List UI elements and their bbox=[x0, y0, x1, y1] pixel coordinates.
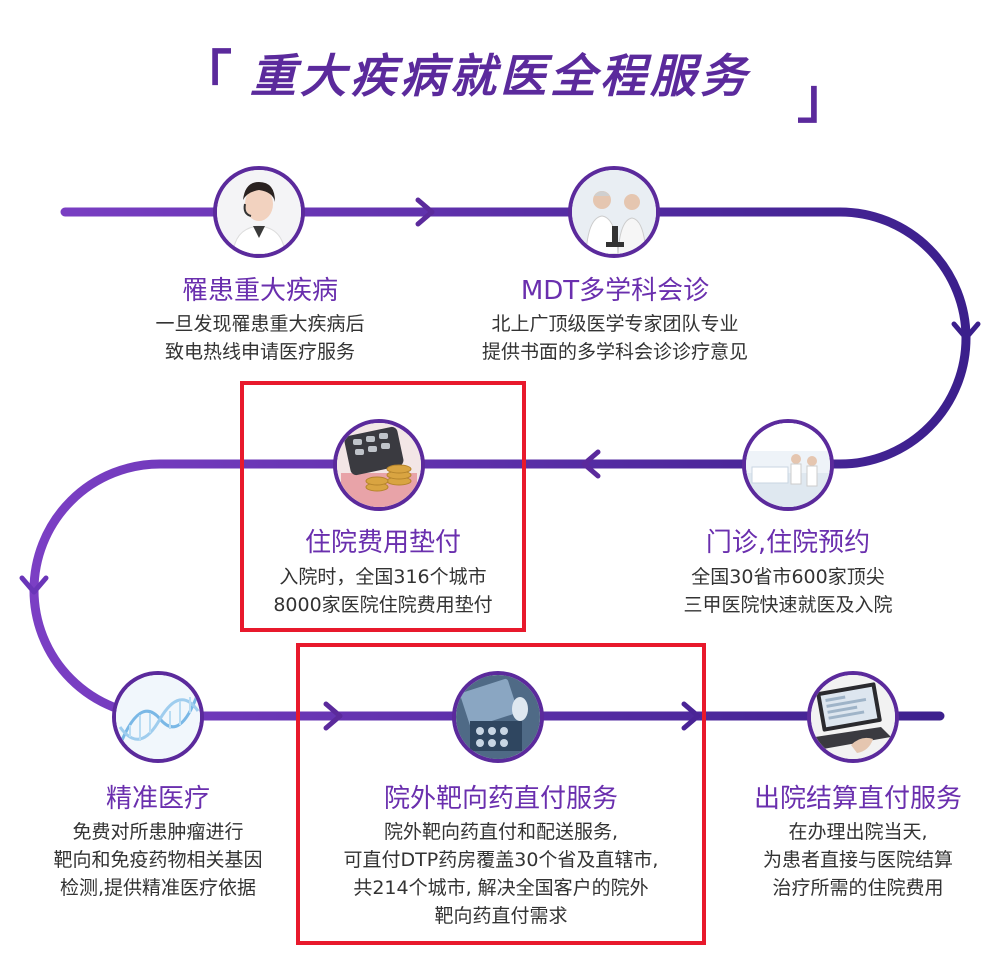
step-title-6: 院外靶向药直付服务 bbox=[383, 784, 618, 814]
step-title-5: 精准医疗 bbox=[105, 784, 210, 814]
step-title-3: 门诊,住院预约 bbox=[705, 528, 871, 558]
step-desc-line: 免费对所患肿瘤进行 bbox=[72, 821, 244, 843]
step-desc-line: 在办理出院当天, bbox=[788, 821, 928, 843]
arrow-right-1 bbox=[415, 197, 435, 227]
arrow-right-2 bbox=[323, 701, 343, 731]
step-desc-5: 免费对所患肿瘤进行 靶向和免疫药物相关基因 检测,提供精准医疗依据 bbox=[18, 818, 298, 902]
step-desc-1: 一旦发现罹患重大疾病后 致电热线申请医疗服务 bbox=[110, 310, 410, 366]
calculator-money-icon bbox=[333, 419, 425, 511]
step-desc-line: 共214个城市, 解决全国客户的院外 bbox=[353, 877, 649, 899]
arrow-down-right bbox=[951, 321, 981, 341]
step-desc-line: 靶向药直付需求 bbox=[434, 905, 568, 927]
page-title: 重大疾病就医全程服务 bbox=[250, 49, 750, 103]
doctor-hotline-icon bbox=[213, 166, 305, 258]
arrow-down-left bbox=[19, 575, 49, 595]
step-desc-line: 检测,提供精准医疗依据 bbox=[59, 877, 257, 899]
step-desc-line: 靶向和免疫药物相关基因 bbox=[53, 849, 263, 871]
laptop-payment-icon bbox=[807, 671, 899, 763]
title-area: 「 重大疾病就医全程服务 」 bbox=[0, 32, 1000, 130]
step-desc-3: 全国30省市600家顶尖 三甲医院快速就医及入院 bbox=[648, 563, 928, 619]
highlight-box-advance-payment bbox=[240, 381, 526, 632]
medicine-pills-icon bbox=[452, 671, 544, 763]
step-desc-line: 三甲医院快速就医及入院 bbox=[683, 594, 893, 616]
step-desc-line: 为患者直接与医院结算 bbox=[762, 849, 953, 871]
step-desc-line: 8000家医院住院费用垫付 bbox=[273, 594, 493, 616]
step-desc-line: 可直付DTP药房覆盖30个省及直辖市, bbox=[343, 849, 659, 871]
step-title-7: 出院结算直付服务 bbox=[753, 784, 962, 814]
step-desc-line: 院外靶向药直付和配送服务, bbox=[383, 821, 619, 843]
highlight-box-targeted-drug bbox=[296, 643, 706, 945]
step-title-2: MDT多学科会诊 bbox=[520, 276, 710, 306]
step-desc-line: 一旦发现罹患重大疾病后 bbox=[155, 313, 365, 335]
step-desc-6: 院外靶向药直付和配送服务, 可直付DTP药房覆盖30个省及直辖市, 共214个城… bbox=[304, 818, 698, 930]
dna-icon bbox=[112, 671, 204, 763]
step-desc-7: 在办理出院当天, 为患者直接与医院结算 治疗所需的住院费用 bbox=[726, 818, 990, 902]
step-title-1: 罹患重大疾病 bbox=[181, 276, 338, 306]
step-desc-line: 提供书面的多学科会诊诊疗意见 bbox=[481, 341, 748, 363]
hospital-hall-icon bbox=[742, 419, 834, 511]
title-quote-open: 「 bbox=[178, 45, 232, 108]
step-title-4: 住院费用垫付 bbox=[304, 528, 461, 558]
step-desc-line: 入院时，全国316个城市 bbox=[279, 566, 487, 588]
step-desc-line: 全国30省市600家顶尖 bbox=[691, 566, 885, 588]
arrow-left-1 bbox=[581, 449, 601, 479]
doctors-consultation-icon bbox=[568, 166, 660, 258]
step-desc-4: 入院时，全国316个城市 8000家医院住院费用垫付 bbox=[249, 563, 517, 619]
step-desc-line: 致电热线申请医疗服务 bbox=[164, 341, 355, 363]
arrow-right-3 bbox=[681, 701, 701, 731]
step-desc-2: 北上广顶级医学专家团队专业 提供书面的多学科会诊诊疗意见 bbox=[440, 310, 790, 366]
step-desc-line: 北上广顶级医学专家团队专业 bbox=[491, 313, 739, 335]
title-quote-close: 」 bbox=[797, 67, 851, 130]
step-desc-line: 治疗所需的住院费用 bbox=[772, 877, 944, 899]
